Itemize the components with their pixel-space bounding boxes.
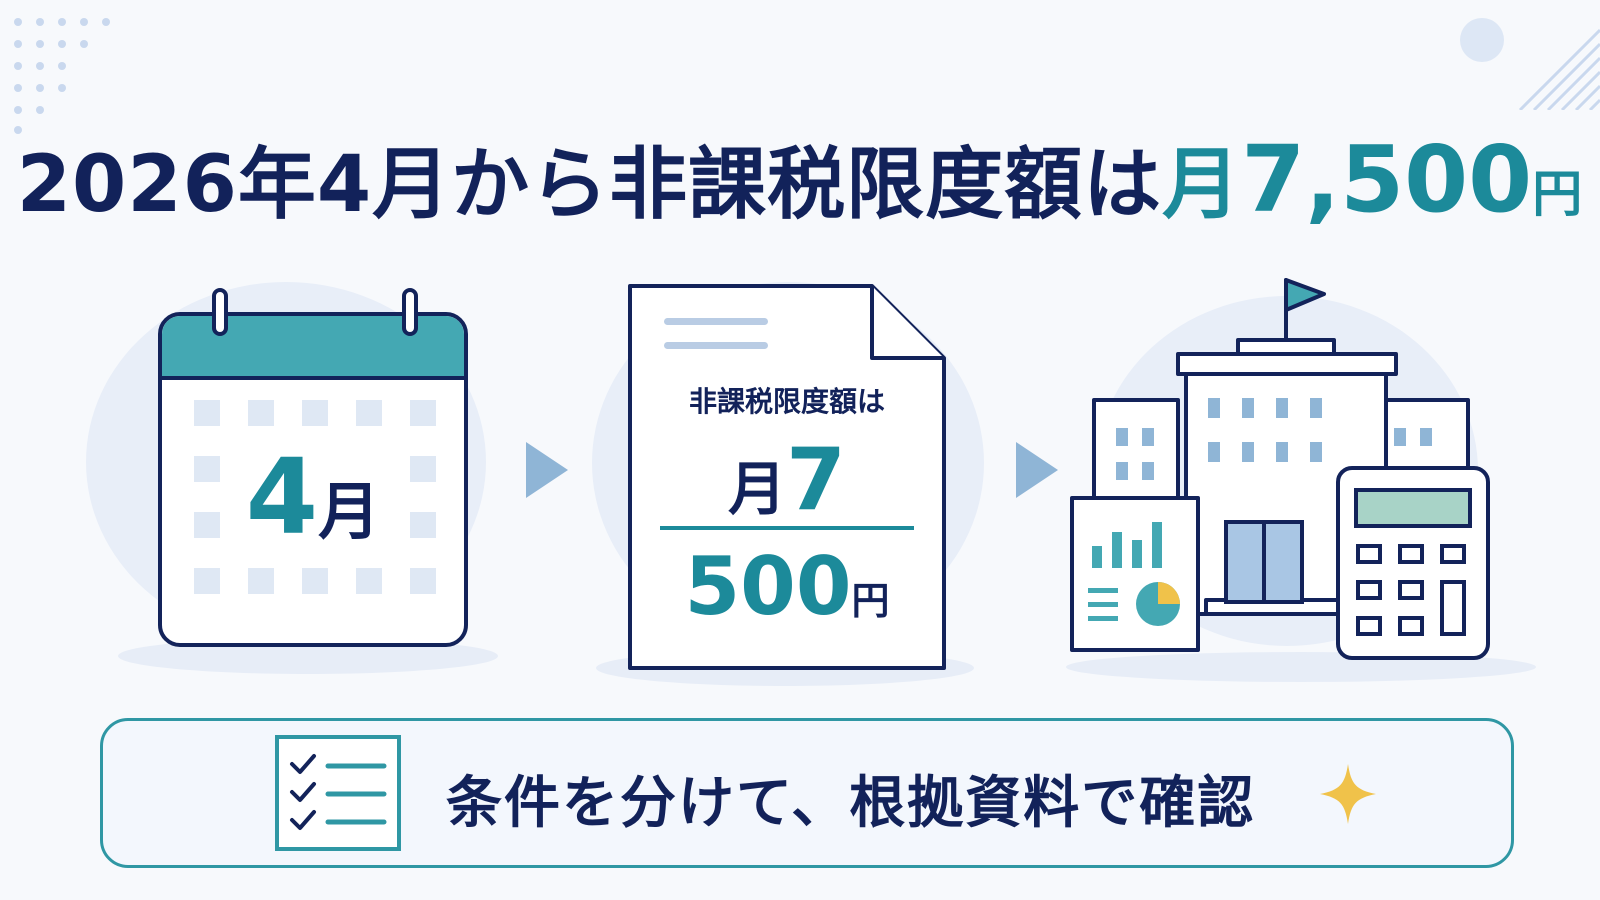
headline-yen: 円: [1532, 165, 1584, 223]
document-line-1-number: 7: [786, 430, 846, 530]
calendar-cell: [410, 512, 436, 538]
document-line-2-number: 500: [684, 540, 852, 633]
calendar-month-number: 4: [245, 436, 319, 558]
calendar-cell: [410, 400, 436, 426]
document-icon: [628, 284, 946, 670]
headline: 2026年4月から非課税限度額は月7,500円: [0, 122, 1600, 234]
calendar-cell: [194, 400, 220, 426]
document-title: 非課税限度額は: [688, 385, 885, 418]
headline-part-year: 2026年: [16, 140, 317, 230]
calendar-month-unit: 月: [318, 475, 381, 548]
arrow-right-icon: [526, 442, 568, 498]
calendar-cell: [356, 400, 382, 426]
calendar-header-band: [162, 316, 464, 380]
document-line-2: 500円: [626, 540, 948, 633]
calendar-ring-left: [212, 288, 228, 336]
document-line-1-unit: 月: [728, 455, 787, 523]
calendar-cell: [194, 568, 220, 594]
calendar-cell: [302, 568, 328, 594]
decorative-corner-stripes: [1460, 18, 1600, 110]
calendar-cell: [248, 568, 274, 594]
document-line-2-unit: 円: [851, 579, 890, 623]
banner-text: 条件を分けて、根拠資料で確認: [446, 771, 1256, 836]
sparkle-icon: [1320, 764, 1376, 824]
calendar-cell: [248, 400, 274, 426]
calendar-cell: [410, 456, 436, 482]
calendar-cell: [410, 568, 436, 594]
calendar-icon: 4月: [158, 312, 468, 647]
decorative-dot-grid: [14, 18, 110, 134]
calendar-ring-right: [402, 288, 418, 336]
headline-amount: 7,500: [1241, 126, 1533, 233]
calendar-month-label: 4月: [162, 436, 464, 558]
calendar-cell: [194, 512, 220, 538]
arrow-right-icon: [1016, 442, 1058, 498]
calendar-cell: [356, 568, 382, 594]
buildings-icon: [1070, 278, 1490, 660]
checklist-icon: [275, 735, 401, 851]
headline-part-middle: 月から非課税限度額は: [372, 140, 1163, 230]
document-line-1: 月7: [626, 430, 948, 530]
headline-part-month-number: 4: [316, 140, 373, 230]
calendar-cell: [194, 456, 220, 482]
headline-part-month: 月: [1162, 140, 1242, 230]
calendar-cell: [302, 400, 328, 426]
